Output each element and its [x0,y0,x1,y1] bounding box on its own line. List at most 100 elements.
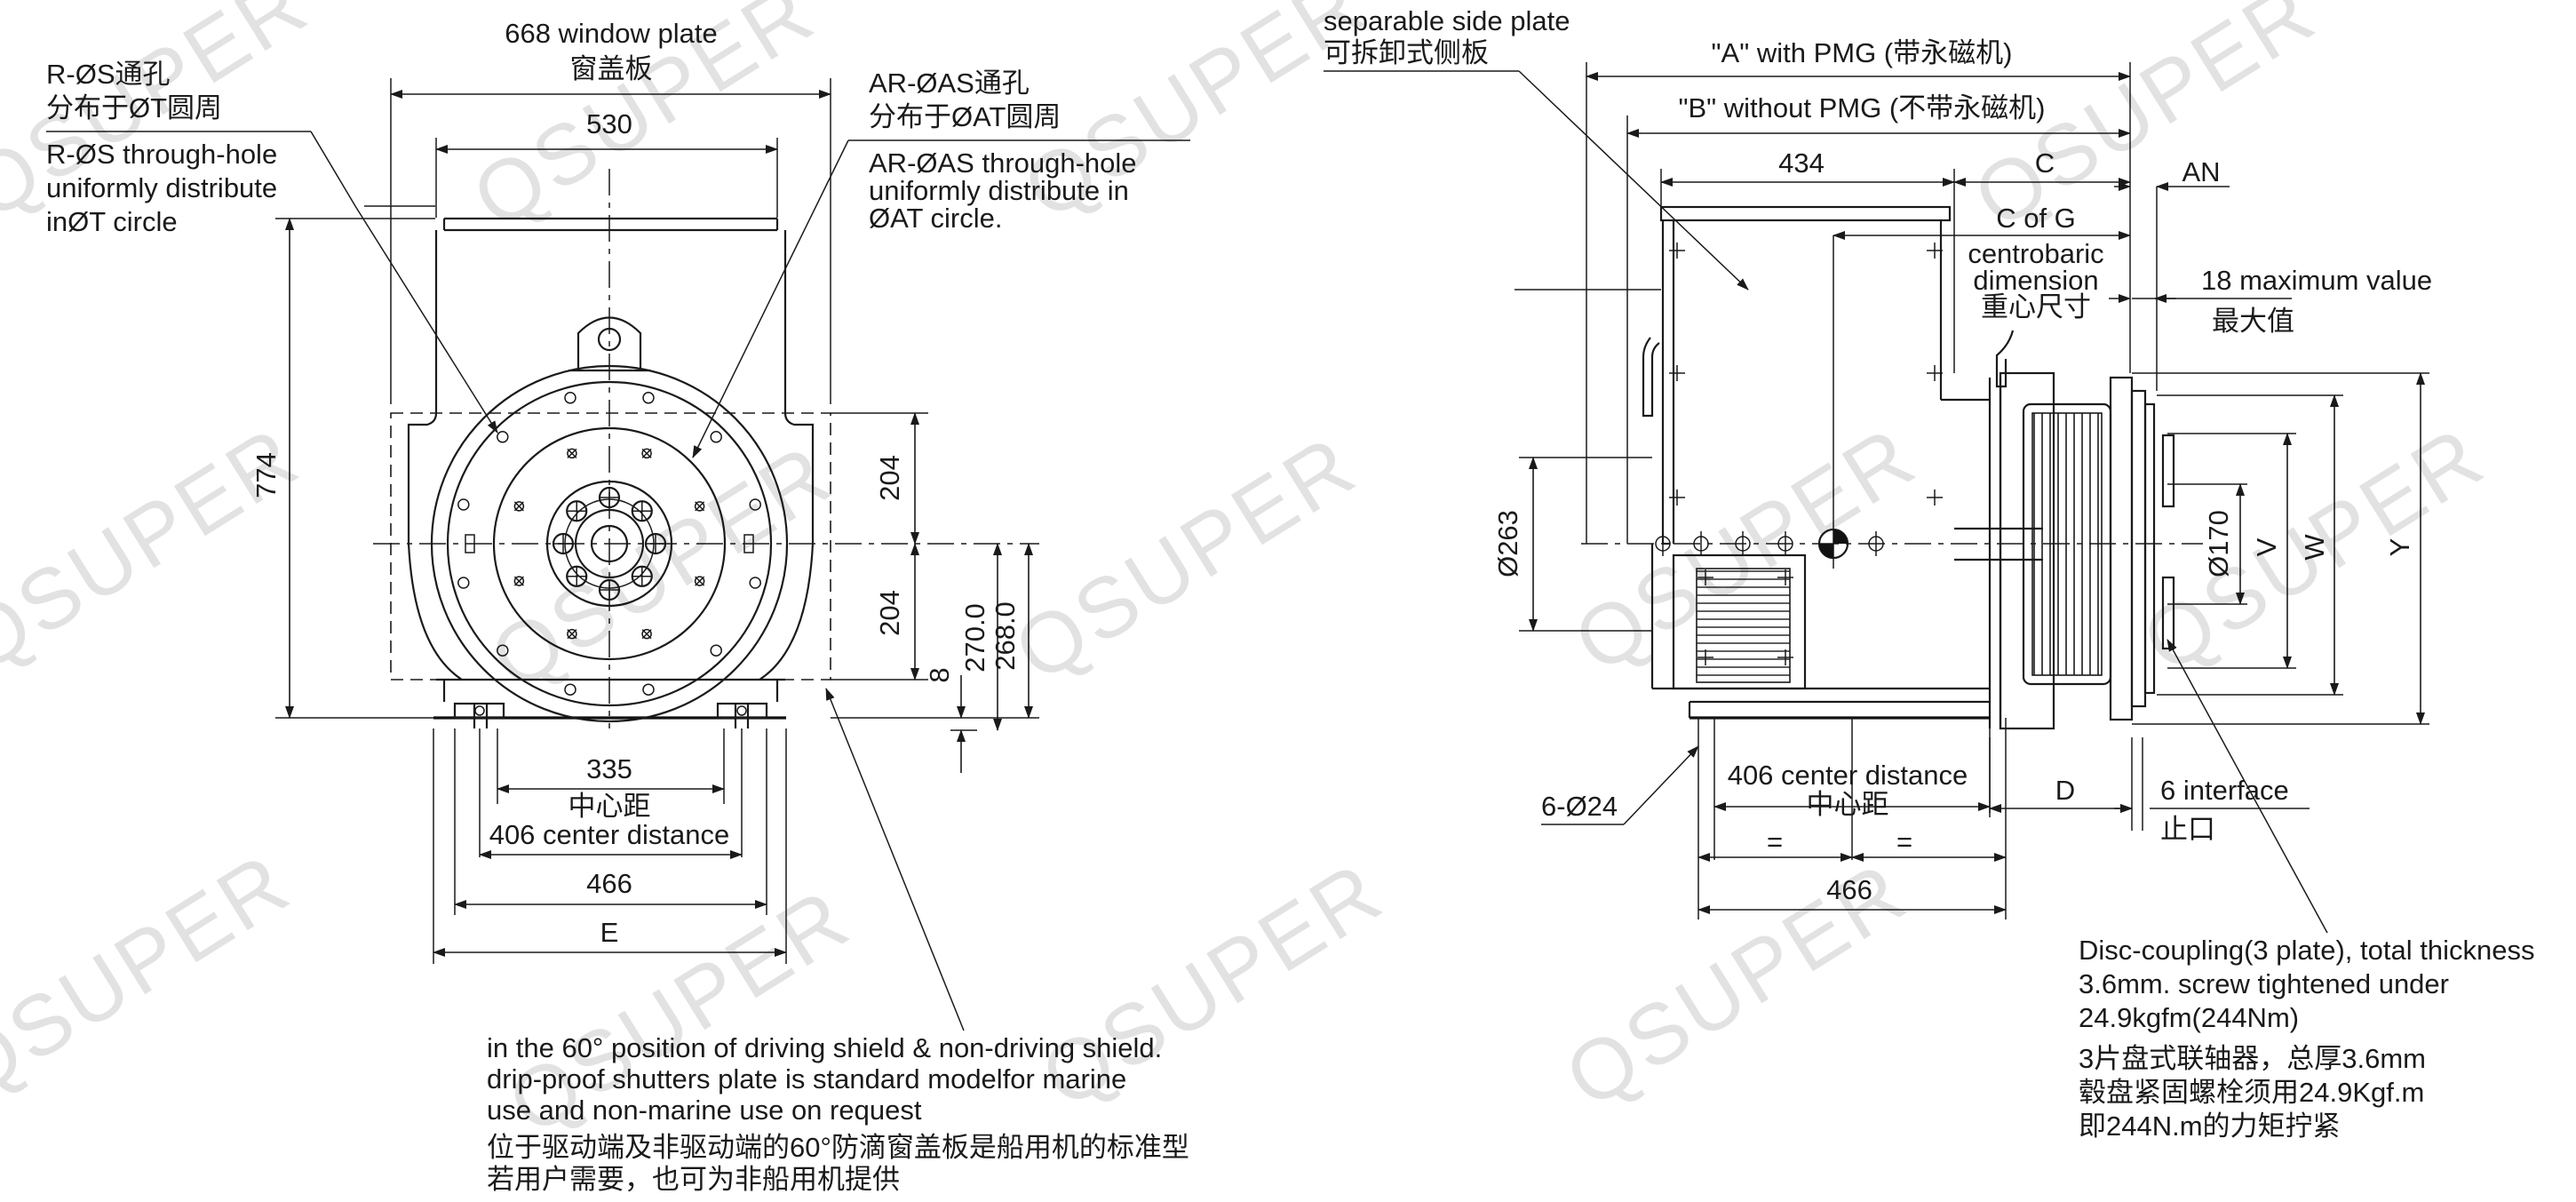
window-plate-label-en: 668 window plate [505,18,718,49]
as-hole [641,628,652,640]
cog-label-4: 重心尺寸 [1981,291,2091,322]
fastener-plus [1927,243,1943,259]
window-plate-outline [390,412,831,681]
dim-E: E [600,917,619,948]
dim-530: 530 [586,108,632,139]
outer-bolt-hole [642,392,655,404]
hub-hole-cross [553,534,573,553]
hole-as-label-2: 分布于ØAT圆周 [869,101,1061,132]
holes-6-24: 6-Ø24 [1541,791,1618,822]
outer-bolt-hole [710,644,722,657]
outer-bolt-hole [749,577,761,589]
watermark-6: QSUPER [474,426,848,709]
dim-B-label: "B" without PMG (不带永磁机) [1678,92,2045,123]
fastener-plus [1927,365,1943,381]
outer-bolt-hole [564,392,576,404]
as-hole-cross [513,576,524,586]
dim-V: V [2251,537,2282,556]
dim-Y: Y [2384,538,2415,557]
dim-8: 8 [924,667,955,682]
as-hole [641,448,652,459]
side-plate-label-en: separable side plate [1324,5,1570,36]
hub-hole-cross [600,488,619,507]
eq-right: = [1896,826,1912,857]
front-note-3: use and non-marine use on request [487,1095,922,1126]
outer-bolt-hole [457,577,470,589]
shield-slot-left [465,534,475,553]
front-hole-pattern [457,392,761,696]
cog-label-3: dimension [1973,265,2098,296]
hole-s-label-2: 分布于ØT圆周 [46,92,222,123]
outer-bolt-hole [749,498,761,511]
outer-bolt-hole [457,498,470,511]
dim-406-side-cn: 中心距 [1807,789,1889,820]
front-note-5: 若用户需要，也可为非船用机提供 [487,1164,900,1195]
watermark-10: QSUPER [0,835,306,1118]
center-of-gravity-symbol [1817,528,1849,560]
as-hole-cross [695,501,705,512]
interface-label-en: 6 interface [2160,775,2289,806]
as-hole-cross [513,501,524,512]
disc-note-4: 3片盘式联轴器，总厚3.6mm [2079,1043,2426,1074]
interface-label-cn: 止口 [2160,814,2215,845]
as-hole-cross [641,629,652,640]
disc-note-5: 毂盘紧固螺栓须用24.9Kgf.m [2079,1077,2424,1108]
hub-hole-cross [567,566,587,586]
hole-as-label-3: AR-ØAS through-hole [869,147,1137,179]
front-view: 668 window plate 窗盖板 530 R-ØS通孔 分布于ØT圆周 … [46,18,1190,1195]
front-note-1: in the 60° position of driving shield & … [487,1032,1162,1063]
dim-D: D [2055,775,2075,806]
fastener-plus [1697,569,1713,585]
dim-AN: AN [2182,156,2220,187]
as-hole [694,501,705,512]
watermark-5: QSUPER [0,409,315,691]
hub-hole-cross [632,566,652,586]
dim-774: 774 [250,452,282,498]
eq-left: = [1767,826,1783,857]
fastener-plus [1697,649,1713,665]
hole-as-label-4: uniformly distribute in [869,175,1129,206]
dim-270: 270.0 [959,603,990,673]
shield-slot-right [743,534,754,553]
disc-note-1: Disc-coupling(3 plate), total thickness [2079,935,2534,966]
dim-A-label: "A" with PMG (带永磁机) [1712,37,2013,68]
outer-bolt-hole [642,683,655,696]
hole-as-label-1: AR-ØAS通孔 [869,68,1030,99]
outer-bolt-hole [710,431,722,443]
hole-s-label-1: R-ØS通孔 [46,59,171,90]
dim-204-lower: 204 [874,590,905,636]
dim-434: 434 [1778,147,1825,179]
dim-335: 335 [586,753,632,784]
disc-note-2: 3.6mm. screw tightened under [2079,968,2449,999]
fastener-plus [1669,243,1685,259]
dim-C: C [2035,147,2055,179]
cog-label-2: centrobaric [1968,238,2103,269]
side-fastener-marks [1655,243,1943,665]
as-hole [567,448,577,459]
fastener-plus [1669,490,1685,505]
dim-W: W [2299,534,2330,561]
as-hole [694,576,705,586]
as-hole-cross [567,448,577,458]
disc-note-3: 24.9kgfm(244Nm) [2079,1002,2299,1033]
max18-label-cn: 最大值 [2212,306,2294,337]
watermark-7: QSUPER [998,418,1372,700]
cog-label-1: C of G [1996,203,2076,234]
as-hole [513,576,525,586]
hub-hole-cross [600,580,619,600]
dim-406-front: 406 center distance [489,819,730,850]
as-hole [513,501,525,512]
window-plate-label-cn: 窗盖板 [570,53,653,84]
hole-s-label-5: inØT circle [46,206,178,237]
as-hole-cross [567,629,577,640]
front-note-4: 位于驱动端及非驱动端的60°防滴窗盖板是船用机的标准型 [487,1132,1189,1163]
max18-label-en: 18 maximum value [2201,265,2432,296]
dim-170: Ø170 [2203,510,2234,577]
outer-bolt-hole [564,683,576,696]
fastener-plus [1669,365,1685,381]
hub-hole-cross [632,501,652,521]
outer-bolt-hole [497,644,509,657]
dim-466-side: 466 [1826,874,1872,905]
dim-204-upper: 204 [874,455,905,501]
